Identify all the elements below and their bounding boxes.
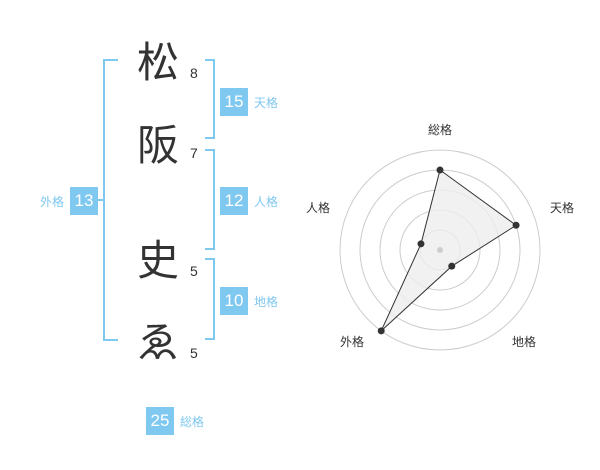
chikaku-label: 地格 [254,294,279,309]
radar-point-tenkaku [512,221,520,229]
name-char-3: 史 [136,236,179,285]
radar-label-soukaku: 総格 [428,122,452,137]
stroke-count-3: 5 [190,263,198,279]
radar-label-tenkaku: 天格 [550,200,574,215]
radar-center-dot [437,247,443,253]
radar-ring-5 [339,149,541,351]
radar-point-chikaku [448,262,456,270]
radar-point-soukaku [436,166,444,174]
radar-label-chikaku: 地格 [512,334,536,349]
tenkaku-value: 15 [220,88,248,116]
soukaku-value: 25 [146,407,174,435]
tenkaku-label: 天格 [254,95,279,110]
chikaku-badge: 10 地格 [220,287,278,315]
jinkaku-value: 12 [220,187,248,215]
tenkaku-bracket [205,59,215,139]
radar-point-jinkaku [417,240,425,248]
stroke-count-4: 5 [190,345,198,361]
name-char-2: 阪 [136,121,179,170]
radar-label-jinkaku: 人格 [306,200,330,215]
radar-points [377,166,520,335]
tenkaku-badge: 15 天格 [220,88,278,116]
chikaku-value: 10 [220,287,248,315]
gaikaku-label: 外格 [40,194,65,209]
radar-polygon [380,169,517,332]
name-char-1: 松 [136,38,179,87]
radar-label-gaikaku: 外格 [340,334,364,349]
jinkaku-badge: 12 人格 [220,187,278,215]
soukaku-label: 総格 [180,414,205,429]
stroke-count-1: 8 [190,65,198,81]
jinkaku-label: 人格 [254,194,279,209]
name-char-4: ゑ [136,318,179,367]
soukaku-badge: 25 総格 [146,407,204,435]
gaikaku-value: 13 [70,187,99,215]
radar-point-gaikaku [377,327,385,335]
gaikaku-badge: 13 外格 [40,187,99,215]
chikaku-bracket [205,258,215,340]
stroke-count-2: 7 [190,145,198,161]
jinkaku-bracket [205,149,215,250]
